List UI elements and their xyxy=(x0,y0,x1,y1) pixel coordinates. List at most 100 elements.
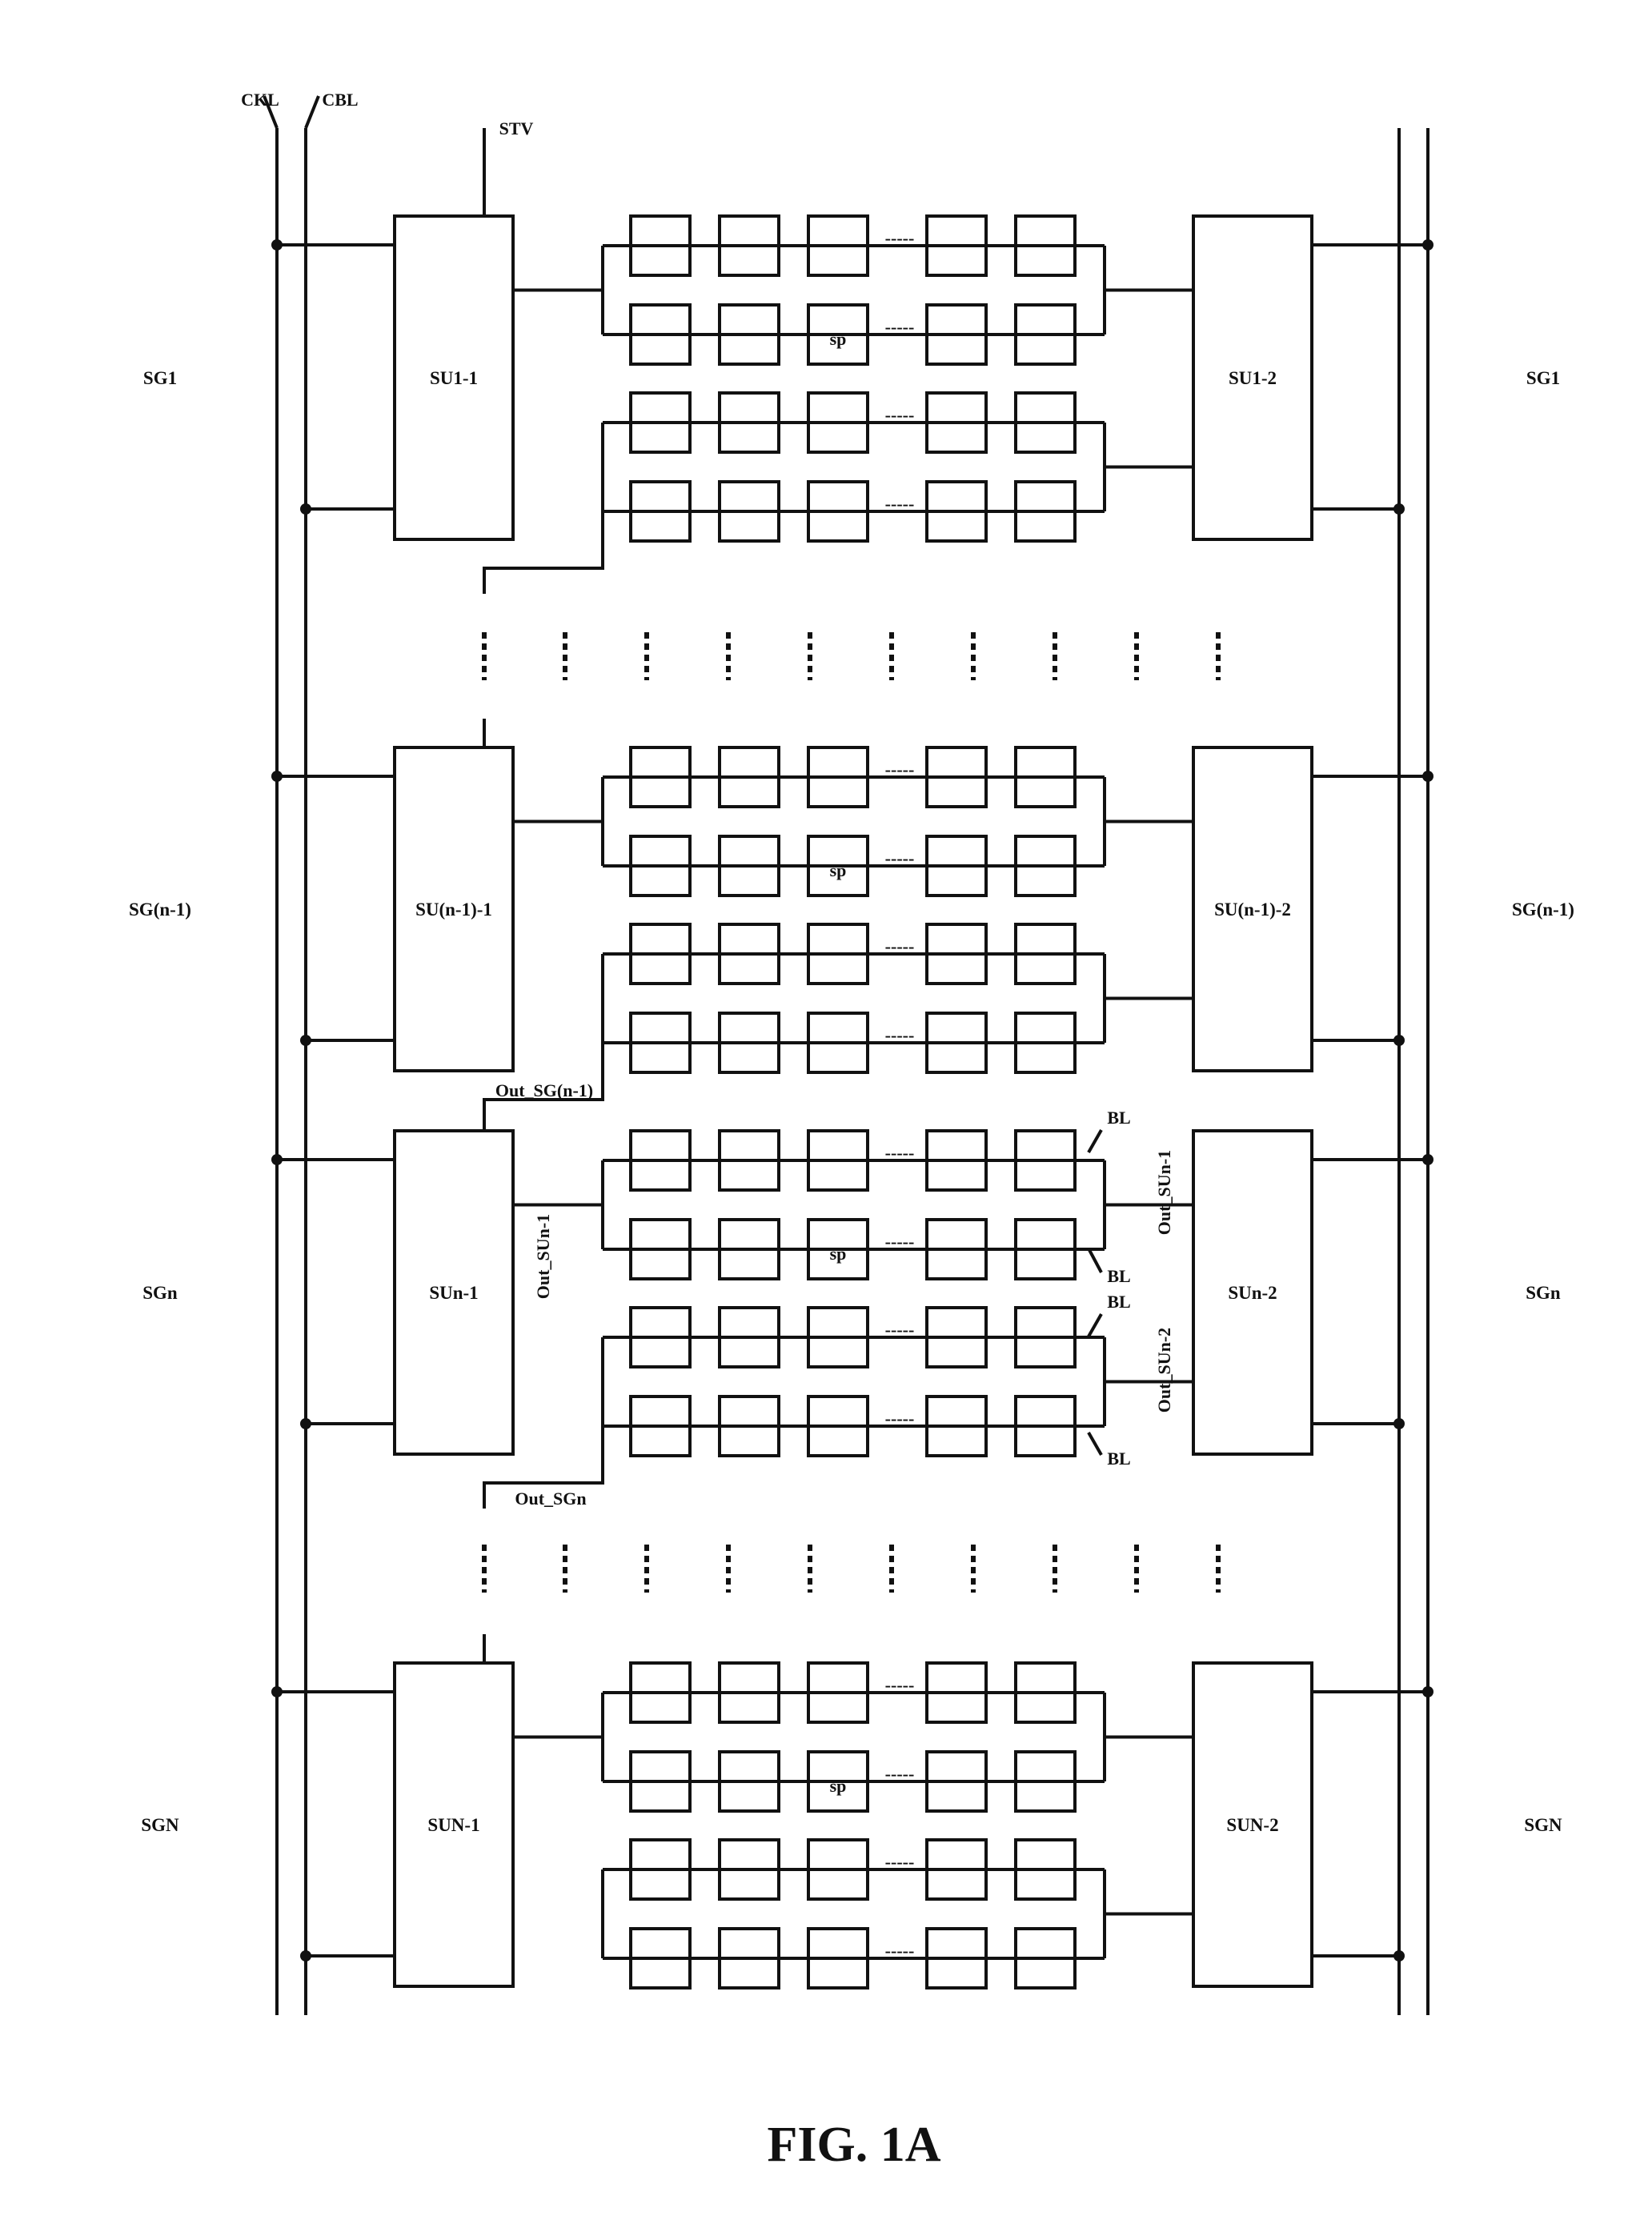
pixel-cell xyxy=(807,480,869,543)
pixel-cell xyxy=(629,746,692,808)
pixel-cell xyxy=(925,1218,988,1280)
pixel-cell xyxy=(807,391,869,454)
subpixel-label: sp xyxy=(830,1244,847,1264)
row-ellipsis: ----- xyxy=(885,228,915,248)
pixel-cell xyxy=(925,391,988,454)
pixel-cell xyxy=(629,391,692,454)
pixel-cell xyxy=(629,214,692,277)
right-unit-label: SUn-2 xyxy=(1228,1283,1277,1303)
pixel-cell xyxy=(629,303,692,366)
row-ellipsis: ----- xyxy=(885,1320,915,1340)
pixel-cell xyxy=(807,1661,869,1724)
pixel-cell xyxy=(925,746,988,808)
pixel-cell xyxy=(1014,1306,1077,1368)
pixel-cell xyxy=(718,480,780,543)
pixel-cell xyxy=(807,214,869,277)
left-unit-label: SU1-1 xyxy=(430,368,478,388)
junction-dot xyxy=(1422,239,1433,250)
group-label-right: SGn xyxy=(1526,1283,1561,1303)
pixel-cell xyxy=(629,480,692,543)
pixel-cell xyxy=(718,391,780,454)
cascade-output xyxy=(483,1381,604,1509)
row-ellipsis: ----- xyxy=(885,848,915,868)
pixel-cell xyxy=(718,1838,780,1901)
junction-dot xyxy=(300,503,311,515)
left-shift-unit xyxy=(393,1661,515,1988)
pixel-cell xyxy=(718,1927,780,1990)
pixel-cell xyxy=(718,1218,780,1280)
row-ellipsis: ----- xyxy=(885,759,915,779)
wiring-layer xyxy=(263,95,1429,2015)
out-sun-2-right-label: Out_SUn-2 xyxy=(1154,1328,1174,1413)
bl-label: BL xyxy=(1107,1449,1130,1469)
left-shift-unit xyxy=(393,214,515,541)
pixel-cell xyxy=(718,1750,780,1813)
junction-dot xyxy=(271,1686,283,1697)
pixel-cell xyxy=(1014,1838,1077,1901)
out-sun-1-right-label: Out_SUn-1 xyxy=(1154,1150,1174,1235)
group-label-left: SGN xyxy=(141,1815,179,1835)
pixel-cell xyxy=(807,1395,869,1457)
row-ellipsis: ----- xyxy=(885,1941,915,1961)
figure-caption: FIG. 1A xyxy=(768,2118,941,2172)
pixel-cell xyxy=(1014,923,1077,985)
pixel-cell xyxy=(1014,391,1077,454)
stv-label: STV xyxy=(499,118,534,138)
bl-label: BL xyxy=(1107,1292,1130,1312)
pixel-cell xyxy=(807,1750,869,1813)
pixel-cell xyxy=(718,835,780,897)
pixel-cell xyxy=(925,835,988,897)
junction-dot xyxy=(1422,771,1433,782)
ckl-label: CKL xyxy=(241,90,279,110)
pixel-cell xyxy=(718,1129,780,1192)
junction-dot xyxy=(300,1418,311,1429)
pixel-cell xyxy=(1014,303,1077,366)
cbl-label: CBL xyxy=(322,90,358,110)
bl-leader xyxy=(1087,1129,1103,1153)
pixel-cell xyxy=(807,1218,869,1280)
pixel-cell xyxy=(925,303,988,366)
pixel-cell xyxy=(925,1395,988,1457)
left-unit-label: SUN-1 xyxy=(427,1815,479,1835)
bl-label: BL xyxy=(1107,1266,1130,1286)
pixel-cell xyxy=(718,923,780,985)
junction-dot xyxy=(1422,1686,1433,1697)
subpixel-label: sp xyxy=(830,329,847,349)
pixel-cell xyxy=(629,1927,692,1990)
junction-dot xyxy=(271,1154,283,1165)
row-ellipsis: ----- xyxy=(885,1675,915,1695)
pixel-cell xyxy=(629,1306,692,1368)
pixel-cell xyxy=(718,1395,780,1457)
right-shift-unit xyxy=(1192,746,1313,1072)
junction-dot xyxy=(300,1035,311,1046)
bl-leader xyxy=(1087,1313,1103,1337)
right-unit-label: SU1-2 xyxy=(1229,368,1277,388)
pixel-cell xyxy=(629,1218,692,1280)
pixel-cell xyxy=(925,1012,988,1074)
pixel-cell xyxy=(807,1306,869,1368)
pixel-cell xyxy=(718,746,780,808)
pixel-cell xyxy=(1014,746,1077,808)
left-unit-label: SU(n-1)-1 xyxy=(415,900,492,920)
right-shift-unit xyxy=(1192,1661,1313,1988)
subpixel-label: sp xyxy=(830,1776,847,1796)
pixel-cell xyxy=(1014,1750,1077,1813)
pixel-cell xyxy=(629,1129,692,1192)
row-ellipsis: ----- xyxy=(885,1025,915,1045)
pixel-cell xyxy=(629,923,692,985)
row-ellipsis: ----- xyxy=(885,936,915,956)
pixel-cell xyxy=(718,303,780,366)
pixel-cell xyxy=(718,1306,780,1368)
pixel-cell xyxy=(925,214,988,277)
cascade-output xyxy=(483,467,604,594)
row-ellipsis: ----- xyxy=(885,494,915,514)
right-unit-label: SUN-2 xyxy=(1226,1815,1278,1835)
row-ellipsis: ----- xyxy=(885,1232,915,1252)
pixel-cell xyxy=(1014,1927,1077,1990)
pixel-cell xyxy=(807,923,869,985)
pixel-cell xyxy=(629,1012,692,1074)
row-ellipsis: ----- xyxy=(885,1764,915,1784)
junction-dot xyxy=(1393,1035,1405,1046)
pixel-cell xyxy=(807,303,869,366)
